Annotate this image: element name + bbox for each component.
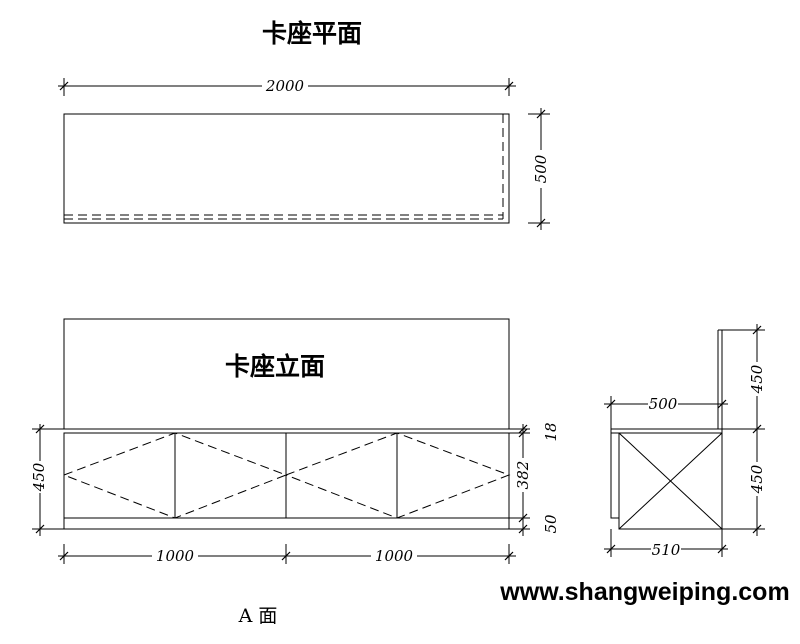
plan-depth-label: 500 (532, 154, 550, 183)
plan-width-label: 2000 (265, 77, 305, 95)
side-seat-depth-dimension: 500 (604, 395, 728, 429)
elevation-right-dimensions: 18 382 50 (509, 422, 560, 536)
view-label: A 面 (238, 605, 278, 627)
side-view-outline (610, 329, 723, 530)
elevation-top-label: 18 (542, 422, 560, 441)
elevation-door-diamonds (63, 432, 511, 519)
elevation-height-label: 450 (30, 462, 48, 492)
side-seat-height-label: 450 (748, 464, 766, 494)
watermark-url: www.shangweiping.com (499, 578, 789, 606)
elevation-height-dimension: 450 (30, 424, 64, 536)
plan-outline (63, 113, 510, 224)
elevation-right-width-label: 1000 (375, 547, 414, 565)
side-back-height-label: 450 (748, 364, 766, 394)
plan-width-dimension: 2000 (58, 77, 516, 96)
side-base-depth-label: 510 (652, 541, 681, 559)
plan-title: 卡座平面 (262, 19, 362, 48)
side-height-dimensions: 450 450 (722, 324, 766, 536)
side-base-depth-dimension: 510 (604, 529, 728, 559)
elevation-bottom-label: 50 (542, 514, 560, 534)
elevation-outline (63, 318, 510, 530)
elevation-left-width-label: 1000 (156, 547, 195, 565)
side-seat-depth-label: 500 (649, 395, 678, 413)
elevation-title: 卡座立面 (225, 352, 325, 381)
plan-depth-dimension: 500 (528, 108, 550, 230)
elevation-width-dimensions: 1000 1000 (58, 544, 516, 565)
elevation-middle-label: 382 (514, 461, 532, 490)
